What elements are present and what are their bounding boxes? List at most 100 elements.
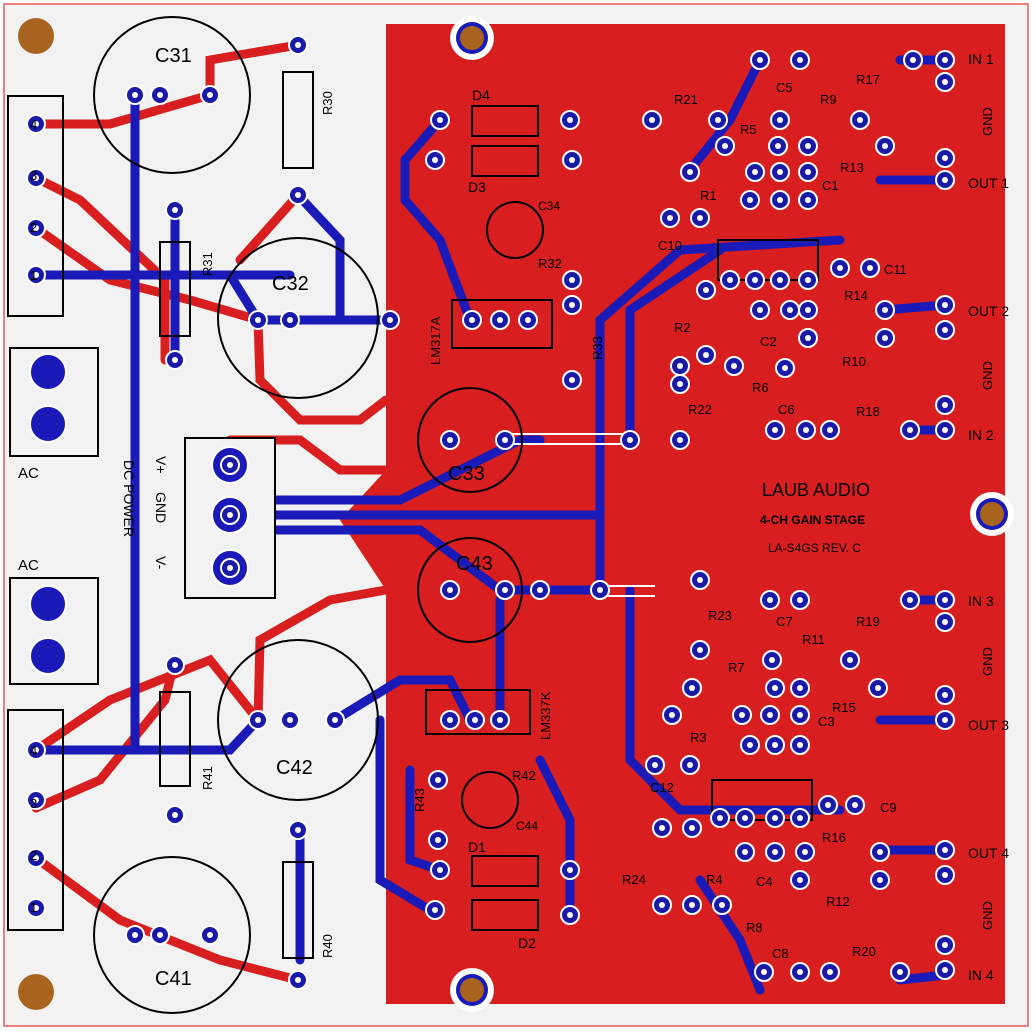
pad-hole	[942, 597, 948, 603]
pad-hole	[652, 762, 658, 768]
label-d2: D2	[518, 935, 536, 951]
pad-hole	[722, 143, 728, 149]
label-out2: OUT 2	[968, 303, 1009, 319]
pad-hole	[805, 335, 811, 341]
pad-hole	[597, 587, 603, 593]
label-gnd-power: GND	[153, 492, 169, 523]
label-d4: D4	[472, 87, 490, 103]
label-out4: OUT 4	[968, 845, 1009, 861]
pad-hole	[805, 169, 811, 175]
label-r7: R7	[728, 660, 745, 675]
label-vplus: V+	[153, 456, 169, 474]
label-gnd2: GND	[980, 361, 995, 390]
label-lm337k: LM337K	[538, 691, 553, 740]
pad-hole	[882, 307, 888, 313]
label-dc-power: DC POWER	[121, 460, 137, 537]
pad-hole	[447, 587, 453, 593]
label-r5: R5	[740, 122, 757, 137]
label-r42: R42	[512, 768, 536, 783]
label-c33: C33	[448, 463, 485, 485]
pad-hole	[797, 685, 803, 691]
pad-hole	[437, 867, 443, 873]
pad-hole	[827, 427, 833, 433]
pad-hole	[942, 155, 948, 161]
pad-hole	[772, 685, 778, 691]
label-r10: R10	[842, 354, 866, 369]
label-r43: R43	[412, 788, 427, 812]
pad-hole	[782, 365, 788, 371]
pad-hole	[295, 977, 301, 983]
pad-hole	[727, 277, 733, 283]
pad-hole	[157, 92, 163, 98]
label-r41: R41	[200, 766, 215, 790]
label-r32: R32	[538, 256, 562, 271]
label-c5: C5	[776, 80, 793, 95]
label-r8: R8	[746, 920, 763, 935]
pad-hole	[387, 317, 393, 323]
label-c11: C11	[884, 262, 907, 277]
term-top-2: 2	[30, 220, 37, 235]
pad-hole	[797, 969, 803, 975]
label-r13: R13	[840, 160, 864, 175]
pad-hole	[567, 912, 573, 918]
pad-hole	[772, 742, 778, 748]
pad-hole	[435, 837, 441, 843]
pad-hole	[472, 717, 478, 723]
pad-hole	[942, 942, 948, 948]
pad-hole	[907, 597, 913, 603]
label-r30: R30	[320, 91, 335, 115]
pad-hole	[907, 427, 913, 433]
label-r22: R22	[688, 402, 712, 417]
pad-hole	[157, 932, 163, 938]
label-c1: C1	[822, 178, 839, 193]
pad-hole	[747, 742, 753, 748]
pad-hole	[942, 402, 948, 408]
pad-hole	[689, 685, 695, 691]
ac-terminals	[9, 347, 99, 685]
label-r33: R33	[590, 336, 605, 360]
label-in1: IN 1	[968, 51, 994, 67]
pad-hole	[767, 597, 773, 603]
pad-hole	[897, 969, 903, 975]
pad-hole	[757, 307, 763, 313]
pad-hole	[255, 317, 261, 323]
brand-title: LAUB AUDIO	[762, 480, 870, 500]
term-top-4: 4	[30, 117, 37, 132]
pad-hole	[797, 815, 803, 821]
component-bodies	[159, 71, 819, 959]
label-c44: C44	[516, 819, 538, 833]
pad-hole	[677, 363, 683, 369]
label-r16: R16	[822, 830, 846, 845]
pad-hole	[761, 969, 767, 975]
pad-hole	[649, 117, 655, 123]
pad-hole	[775, 143, 781, 149]
pad-hole	[877, 877, 883, 883]
pad-hole	[715, 117, 721, 123]
pad-hole	[567, 117, 573, 123]
pad-hole	[295, 42, 301, 48]
term-top-3: 3	[30, 168, 37, 183]
label-gnd3: GND	[980, 647, 995, 676]
silkscreen-labels: C31 C32 C33 C43 C42 C41 LM317A LM337K D4…	[18, 45, 1009, 990]
pad-hole	[837, 265, 843, 271]
pad-hole	[882, 335, 888, 341]
label-c12: C12	[650, 780, 674, 795]
pad-hole	[942, 717, 948, 723]
pad-hole	[435, 777, 441, 783]
pad-hole	[797, 877, 803, 883]
term-bot-4: 4	[30, 743, 37, 758]
pad-hole	[697, 215, 703, 221]
pad-hole	[805, 277, 811, 283]
pad-hole	[857, 117, 863, 123]
pad-hole	[875, 685, 881, 691]
pad-hole	[687, 762, 693, 768]
label-r12: R12	[826, 894, 850, 909]
pad-hole	[525, 317, 531, 323]
pad-hole	[747, 197, 753, 203]
label-in2: IN 2	[968, 427, 994, 443]
pad-hole	[447, 437, 453, 443]
pad-hole	[797, 597, 803, 603]
pad-hole	[627, 437, 633, 443]
pad-hole	[772, 849, 778, 855]
pad-hole	[767, 712, 773, 718]
